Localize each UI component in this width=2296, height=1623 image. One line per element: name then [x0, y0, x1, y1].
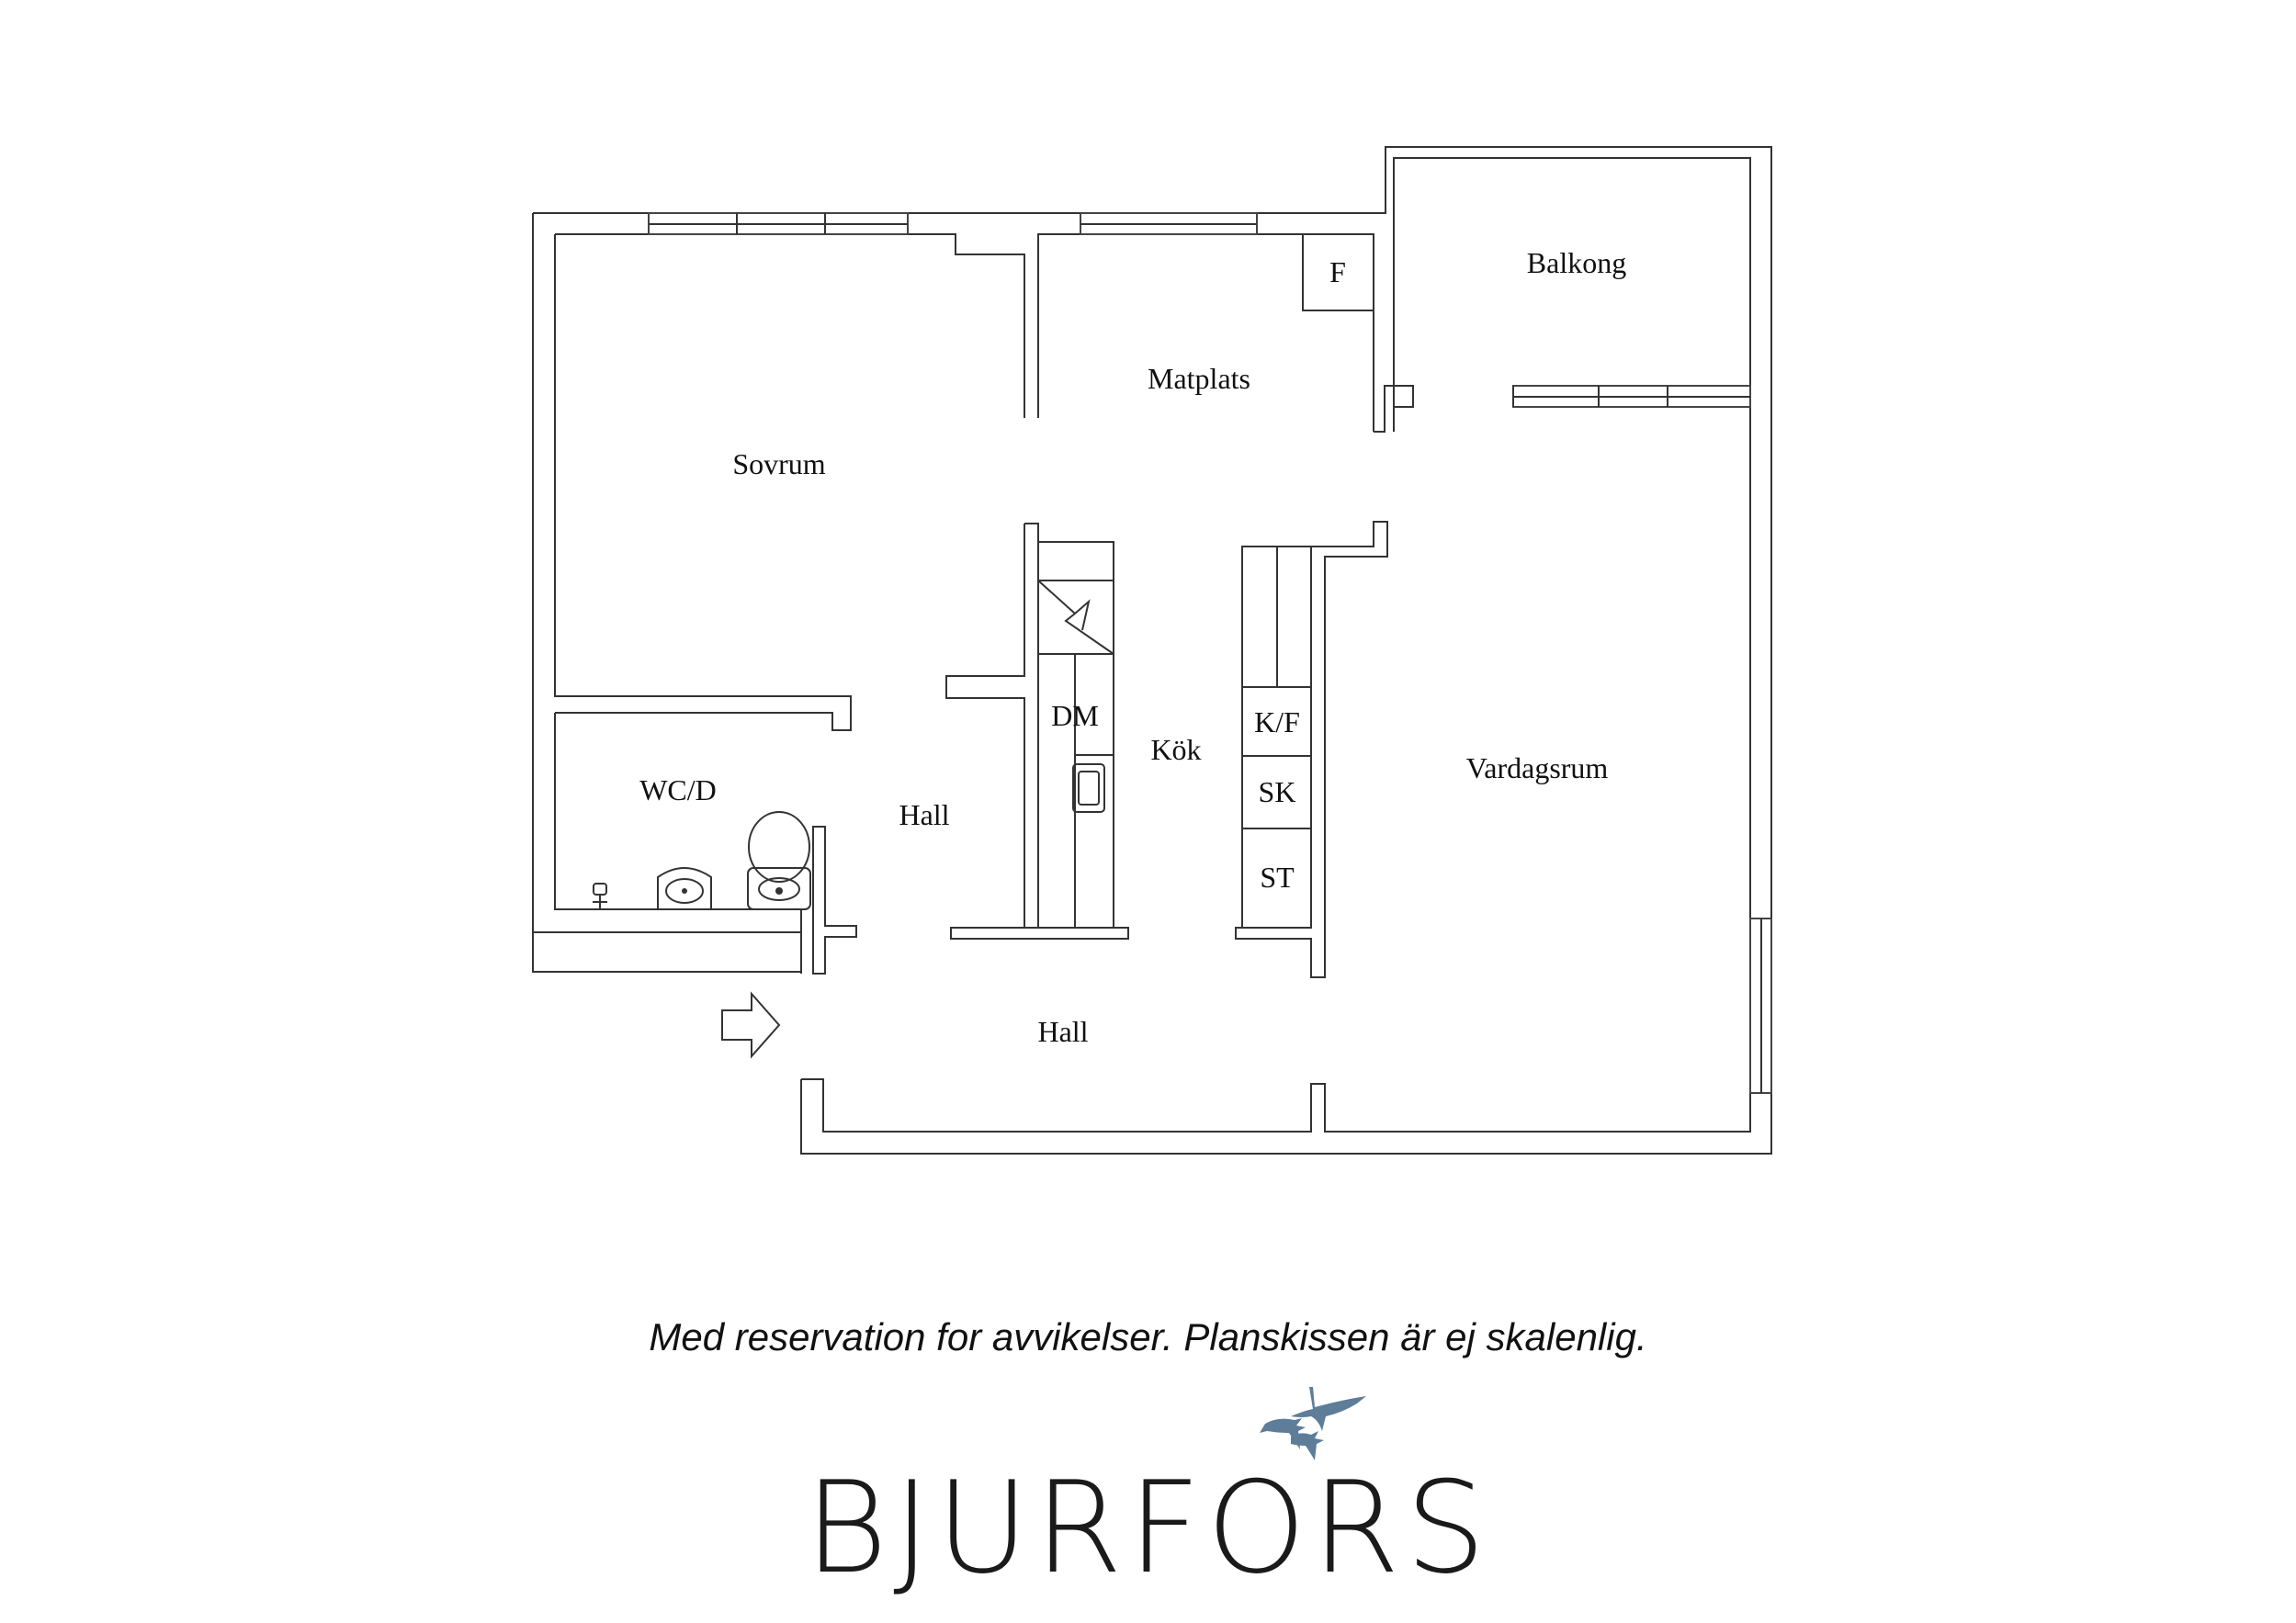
electrical-panel-icon	[1037, 580, 1114, 655]
toilet-icon	[747, 811, 811, 910]
washbasin-icon	[657, 867, 712, 910]
fixture-label-sk: SK	[1259, 775, 1296, 808]
exterior-walls	[532, 146, 1772, 1155]
fixture-labels: F DM K/F SK ST	[1051, 255, 1346, 894]
room-label-wcd: WC/D	[639, 773, 717, 806]
kitchen-counter-right	[1241, 546, 1312, 929]
room-label-vardagsrum: Vardagsrum	[1466, 751, 1609, 784]
room-label-matplats: Matplats	[1148, 362, 1250, 395]
fixture-label-st: ST	[1260, 861, 1295, 894]
disclaimer-text: Med reservation for avvikelser. Planskis…	[649, 1315, 1647, 1358]
kitchen-counter-left	[1037, 541, 1114, 929]
fixture-label-dm: DM	[1051, 699, 1099, 732]
balkong-walls	[1374, 385, 1514, 433]
room-label-balkong: Balkong	[1527, 246, 1626, 279]
logo-text: BJURFORS	[804, 1454, 1492, 1602]
wc-fixtures	[593, 811, 811, 910]
room-label-hall-main: Hall	[1037, 1015, 1088, 1048]
room-label-kok: Kök	[1150, 733, 1201, 766]
room-label-hall-inner: Hall	[899, 798, 949, 831]
shower-tap-icon	[593, 883, 607, 909]
room-label-sovrum: Sovrum	[732, 447, 825, 480]
fixture-label-kf: K/F	[1254, 705, 1300, 738]
entrance-arrow-icon	[721, 991, 781, 1059]
fridge-cabinet	[1302, 233, 1374, 311]
fixture-label-f: F	[1329, 255, 1346, 288]
room-labels: Sovrum Matplats Balkong Kök Vardagsrum W…	[639, 246, 1626, 1048]
sink-icon	[1072, 763, 1105, 813]
geese-icon	[1260, 1387, 1366, 1460]
windows	[648, 212, 1772, 1094]
interior-walls	[812, 521, 1388, 978]
